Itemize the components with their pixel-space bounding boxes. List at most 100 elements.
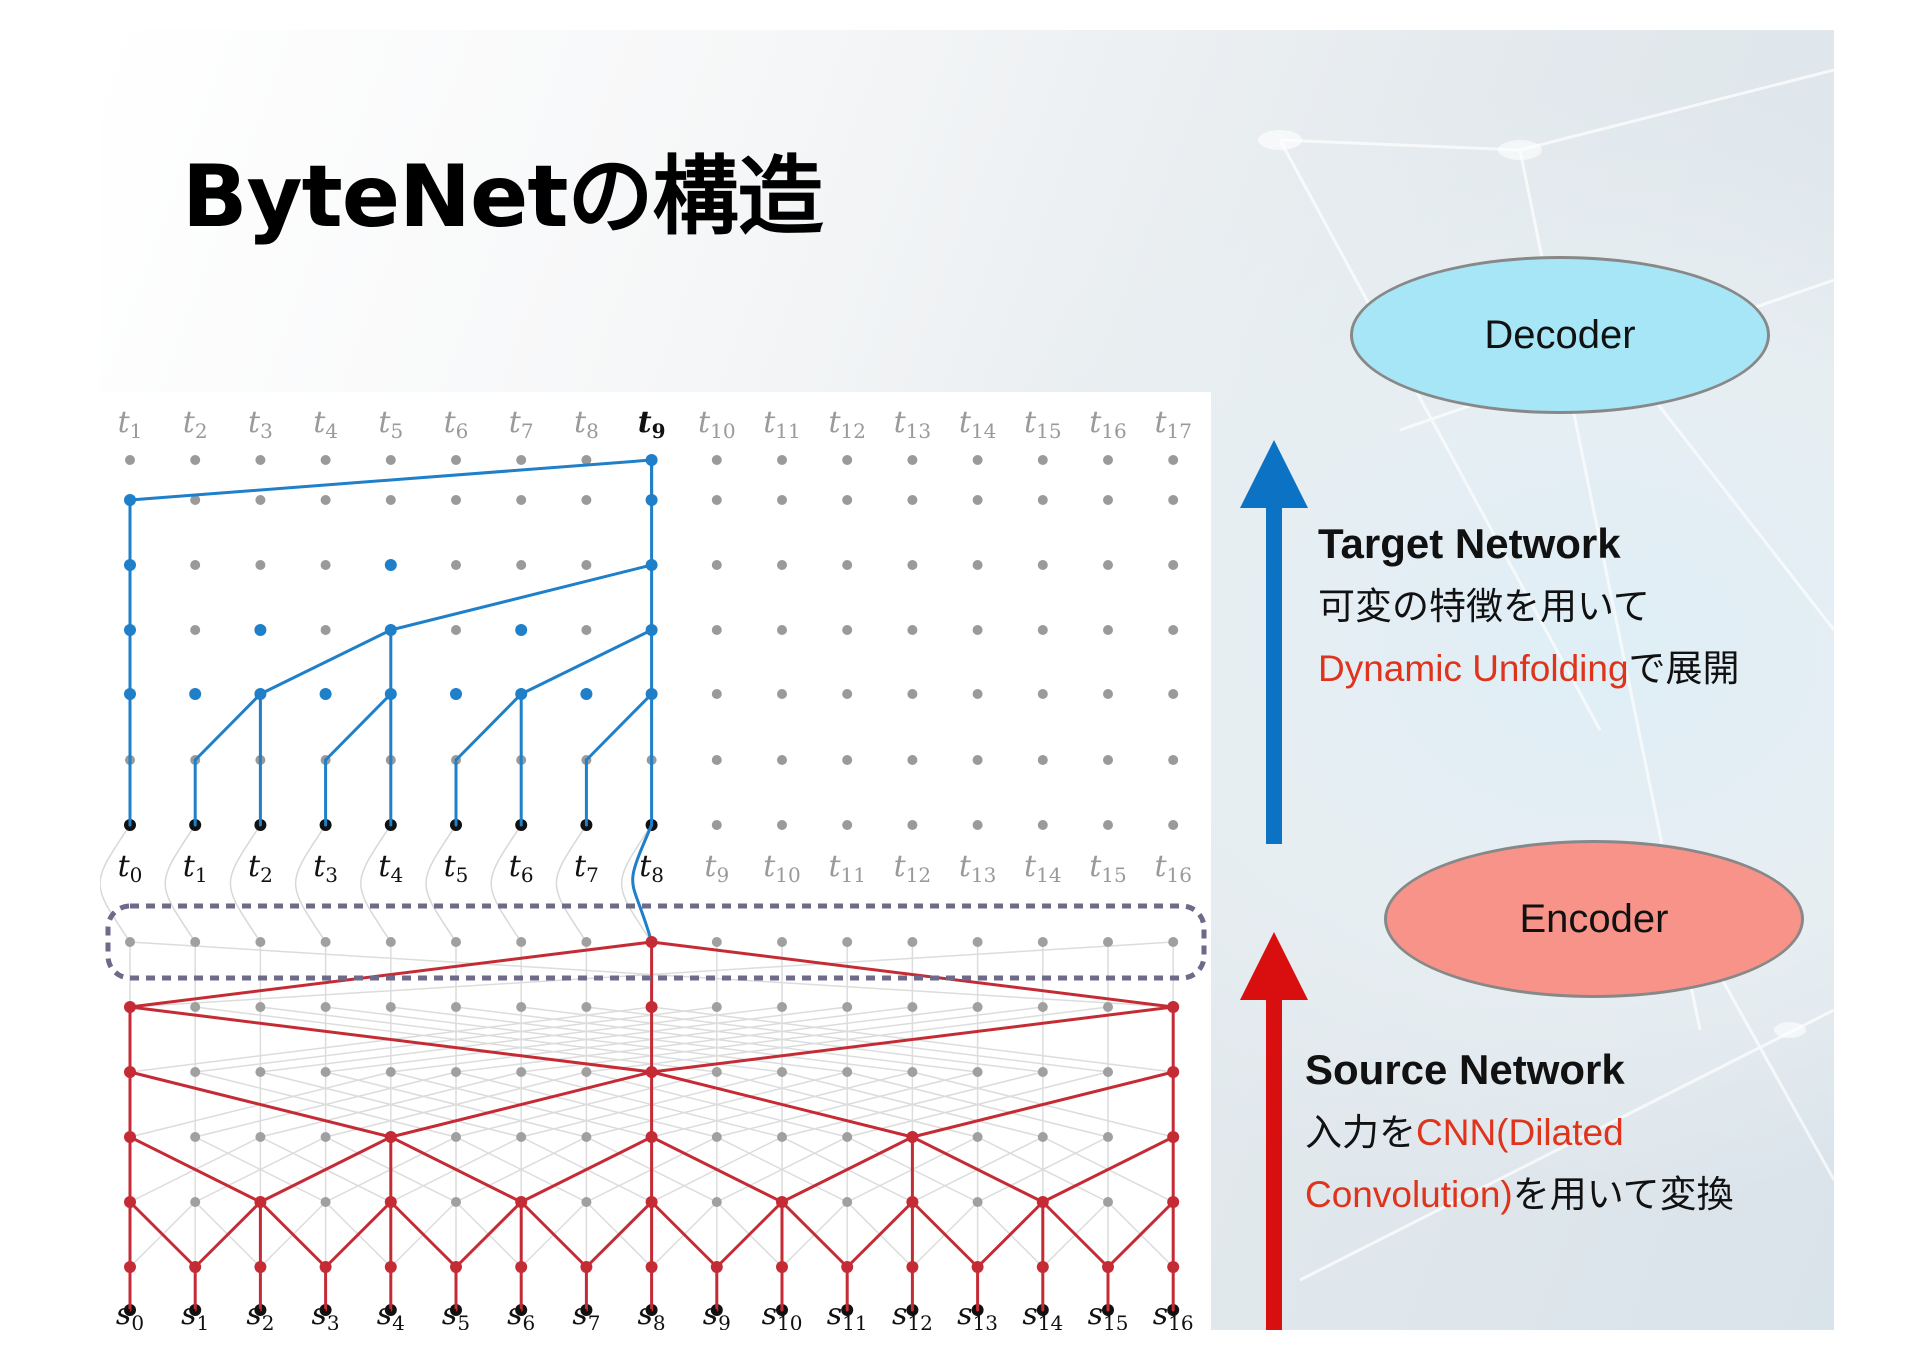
- mesh-edge: [716, 1136, 848, 1203]
- grid-node: [451, 1132, 461, 1142]
- target-network-text: Target Network 可変の特徴を用いて Dynamic Unfoldi…: [1318, 520, 1740, 700]
- mesh-edge: [846, 1071, 1109, 1138]
- grid-node: [777, 755, 787, 765]
- grid-node: [451, 625, 461, 635]
- grid-node: [451, 455, 461, 465]
- grid-node: [255, 937, 266, 947]
- source-network-line2-rest: を用いて変換: [1512, 1174, 1734, 1215]
- source-node: [645, 936, 658, 948]
- grid-node: [451, 495, 461, 505]
- grid-node: [385, 1002, 396, 1012]
- grid-node: [972, 455, 983, 465]
- mesh-edge: [324, 1006, 848, 1073]
- grid-node: [581, 1067, 592, 1077]
- source-node: [1036, 1196, 1049, 1208]
- grid-node: [777, 1002, 787, 1012]
- grid-node: [385, 1067, 396, 1077]
- source-node: [580, 1261, 593, 1273]
- grid-node: [1103, 755, 1113, 765]
- grid-node: [581, 455, 592, 465]
- source-node: [645, 1001, 658, 1013]
- grid-node: [516, 1002, 527, 1012]
- grid-node: [777, 937, 787, 947]
- source-network-line2: Convolution)を用いて変換: [1305, 1164, 1734, 1226]
- target-node: [124, 494, 136, 506]
- grid-node: [190, 560, 201, 570]
- grid-node: [1037, 495, 1048, 505]
- grid-node: [1037, 937, 1048, 947]
- source-edge: [845, 1200, 914, 1269]
- grid-node: [1037, 1002, 1048, 1012]
- source-edge: [324, 1200, 393, 1269]
- source-edge: [389, 1135, 523, 1204]
- grid-node: [1103, 820, 1113, 830]
- grid-node: [581, 625, 592, 635]
- grid-node: [190, 455, 201, 465]
- grid-node: [1168, 455, 1179, 465]
- source-node: [906, 1196, 919, 1208]
- grid-node: [972, 625, 983, 635]
- grid-node: [581, 560, 592, 570]
- grid-node: [190, 625, 201, 635]
- dynamic-unfolding-text: Dynamic Unfolding: [1318, 648, 1629, 689]
- grid-node: [907, 937, 918, 947]
- source-node: [254, 1261, 267, 1273]
- target-node: [645, 494, 658, 506]
- grid-node: [1037, 455, 1048, 465]
- target-network-heading: Target Network: [1318, 520, 1621, 567]
- grid-node: [907, 820, 918, 830]
- source-node: [645, 1066, 658, 1078]
- grid-node: [320, 937, 331, 947]
- grid-node: [516, 1067, 527, 1077]
- target-node: [515, 688, 528, 700]
- source-network-text: Source Network 入力をCNN(Dilated Convolutio…: [1305, 1046, 1734, 1226]
- source-node: [1036, 1261, 1049, 1273]
- mesh-edge: [716, 1071, 979, 1138]
- encoder-label: Encoder: [1519, 896, 1669, 941]
- target-edge: [193, 692, 262, 762]
- grid-node: [711, 820, 722, 830]
- grid-node: [255, 1067, 266, 1077]
- mid-label-t3: t3: [313, 849, 338, 887]
- target-node: [384, 624, 397, 636]
- grid-node: [842, 1197, 853, 1207]
- target-node: [384, 559, 397, 571]
- skip-curve: [164, 824, 196, 943]
- skip-curve: [360, 824, 392, 943]
- grid-node: [842, 1067, 853, 1077]
- mesh-edge: [194, 1006, 718, 1073]
- grid-node: [320, 1002, 331, 1012]
- source-node: [124, 1066, 136, 1078]
- grid-node: [190, 1067, 201, 1077]
- target-edge: [258, 628, 393, 696]
- mesh-edge: [194, 1071, 457, 1138]
- grid-node: [451, 1002, 461, 1012]
- grid-node: [711, 455, 722, 465]
- source-edge: [128, 1070, 393, 1139]
- source-node: [710, 1261, 723, 1273]
- source-node: [906, 1261, 919, 1273]
- source-node: [645, 1131, 658, 1143]
- target-node: [645, 454, 658, 466]
- mid-label-t7: t7: [574, 849, 599, 887]
- grid-node: [1103, 937, 1113, 947]
- skip-curve: [621, 824, 653, 943]
- decoder-oval: Decoder: [1350, 256, 1770, 414]
- mesh-edge: [455, 1071, 718, 1138]
- target-node: [124, 688, 136, 700]
- grid-node: [451, 937, 461, 947]
- source-node: [254, 1196, 267, 1208]
- grid-node: [125, 937, 135, 947]
- source-edge: [519, 1135, 654, 1204]
- grid-node: [581, 937, 592, 947]
- target-node: [254, 688, 267, 700]
- target-edge: [519, 628, 654, 696]
- grid-node: [1168, 755, 1179, 765]
- source-node: [384, 1131, 397, 1143]
- source-arrow: [1240, 932, 1308, 1330]
- target-node: [645, 624, 658, 636]
- grid-node: [907, 689, 918, 699]
- grid-node: [516, 495, 527, 505]
